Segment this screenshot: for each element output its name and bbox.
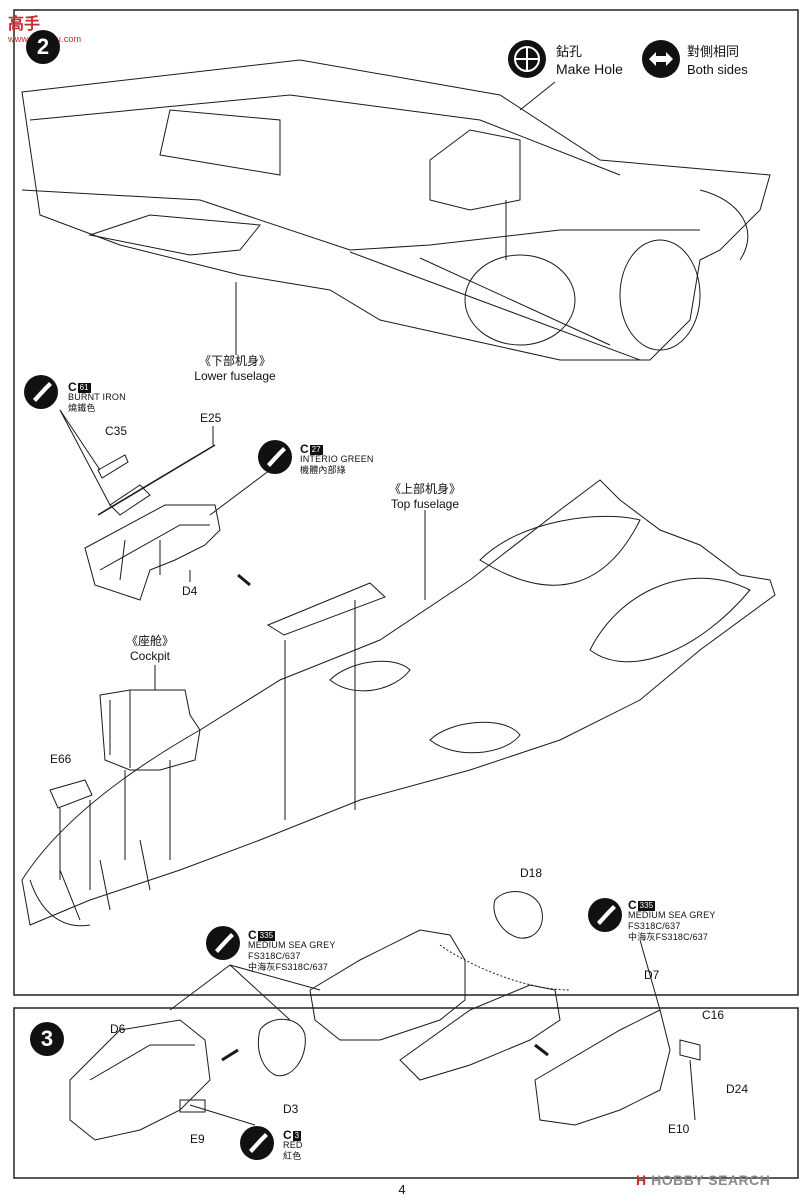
paint-sea-grey-left-cn: 中海灰FS318C/637 xyxy=(248,962,329,972)
paint-burnt-iron-en: BURNT IRON xyxy=(68,392,126,402)
paint-brush-icon xyxy=(258,440,292,474)
paint-interior-green-cn: 機體內部綠 xyxy=(300,465,347,475)
cockpit-label-cn: 《座舱》 xyxy=(125,634,174,648)
lower-fuselage-label-en: Lower fuselage xyxy=(194,369,276,383)
both-sides-icon xyxy=(642,40,680,78)
watermark-hobby-search: H HOBBY SEARCH xyxy=(636,1172,770,1190)
paint-brush-icon xyxy=(588,898,622,932)
paint-code-number: 335 xyxy=(257,931,276,941)
paint-red-en: RED xyxy=(283,1140,303,1150)
both-sides-cn: 對側相同 xyxy=(687,44,740,59)
paint-code-letter: C xyxy=(300,442,309,456)
part-label-e66: E66 xyxy=(50,752,72,766)
hobby-search-logo: H xyxy=(636,1172,647,1188)
paint-code-letter: C xyxy=(628,898,637,912)
part-label-e9: E9 xyxy=(190,1132,205,1146)
paint-sea-grey-right-fs: FS318C/637 xyxy=(628,921,681,931)
part-label-e25: E25 xyxy=(200,411,222,425)
part-label-e10: E10 xyxy=(668,1122,690,1136)
paint-sea-grey-right-en: MEDIUM SEA GREY xyxy=(628,910,716,920)
cockpit-label-en: Cockpit xyxy=(129,649,170,663)
part-label-d7: D7 xyxy=(644,968,660,982)
paint-code-letter: C xyxy=(68,380,77,394)
step-3-badge: 3 xyxy=(30,1022,64,1056)
page-number: 4 xyxy=(398,1182,406,1197)
make-hole-cn: 鉆孔 xyxy=(556,44,583,59)
part-label-c35: C35 xyxy=(105,424,128,438)
paint-sea-grey-left-fs: FS318C/637 xyxy=(248,951,301,961)
part-label-d18: D18 xyxy=(520,866,543,880)
paint-brush-icon xyxy=(24,375,58,409)
step-2-badge: 2 xyxy=(26,30,60,64)
paint-red-cn: 紅色 xyxy=(283,1151,302,1161)
both-sides-en: Both sides xyxy=(687,62,748,77)
part-label-d6: D6 xyxy=(110,1022,126,1036)
paint-code-number: 61 xyxy=(77,383,91,393)
top-fuselage-label-en: Top fuselage xyxy=(390,497,460,511)
paint-sea-grey-right-cn: 中海灰FS318C/637 xyxy=(628,932,709,942)
make-hole-icon xyxy=(508,40,546,78)
part-label-d24: D24 xyxy=(726,1082,749,1096)
paint-brush-icon xyxy=(206,926,240,960)
paint-brush-icon xyxy=(240,1126,274,1160)
watermark-logo-text: 高手 xyxy=(8,16,41,33)
paint-code-letter: C xyxy=(283,1128,292,1142)
top-fuselage-label-cn: 《上部机身》 xyxy=(388,482,461,496)
lower-fuselage-label-cn: 《下部机身》 xyxy=(198,354,271,368)
hobby-search-text: HOBBY SEARCH xyxy=(651,1172,771,1188)
paint-sea-grey-left-en: MEDIUM SEA GREY xyxy=(248,940,336,950)
part-label-d3: D3 xyxy=(283,1102,299,1116)
paint-code-number: 3 xyxy=(292,1131,302,1141)
paint-code-number: 27 xyxy=(309,445,323,455)
paint-code-letter: C xyxy=(248,928,257,942)
paint-burnt-iron-cn: 燒鐵色 xyxy=(68,403,96,413)
paint-interior-green-en: INTERIO GREEN xyxy=(300,454,374,464)
paint-code-number: 335 xyxy=(637,901,656,911)
part-label-c16: C16 xyxy=(702,1008,725,1022)
part-label-d4: D4 xyxy=(182,584,198,598)
make-hole-en: Make Hole xyxy=(556,61,623,77)
